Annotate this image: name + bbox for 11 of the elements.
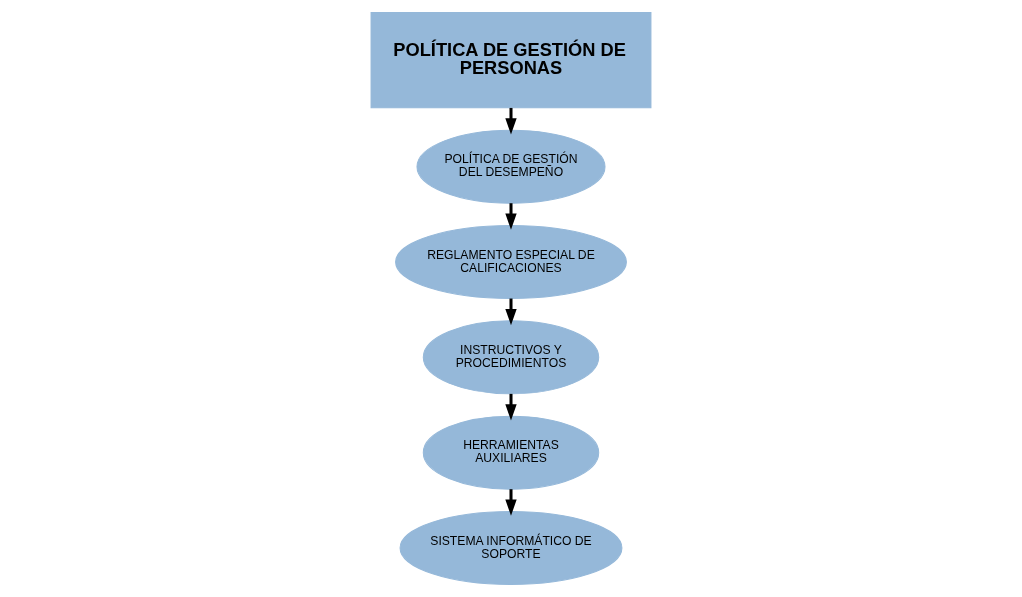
arrow [505,298,517,326]
arrow [505,393,517,421]
arrow [505,107,517,135]
arrow [505,203,517,230]
node-box: POLÍTICA DE GESTIÓN DE PERSONAS [370,12,652,109]
node-ellipse: SISTEMA INFORMÁTICO DE SOPORTE [399,510,623,585]
node-ellipse: HERRAMIENTAS AUXILIARES [422,415,600,490]
node-ellipse: INSTRUCTIVOS Y PROCEDIMIENTOS [422,320,600,395]
node-ellipse: POLÍTICA DE GESTIÓN DEL DESEMPEÑO [416,129,606,204]
node-ellipse: REGLAMENTO ESPECIAL DE CALIFICACIONES [395,225,627,299]
arrow [505,489,517,516]
